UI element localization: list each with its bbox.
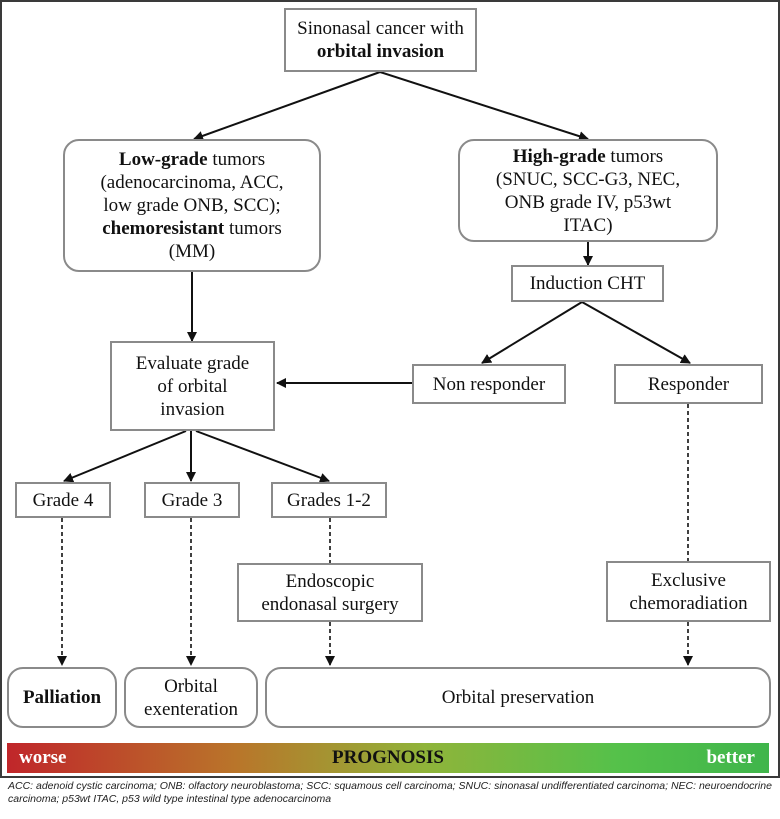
diagram-frame — [0, 0, 780, 778]
exenteration-line1: Orbital — [164, 675, 218, 697]
arrow-evaluate-to-grade4 — [63, 430, 187, 483]
orbital-preservation-box: Orbital preservation — [265, 667, 771, 728]
arrow-root-to-low-grade — [193, 71, 381, 141]
evaluate-line1: Evaluate grade — [135, 352, 250, 374]
orbital-exenteration-box: Orbital exenteration — [124, 667, 258, 728]
non-responder-label: Non responder — [432, 373, 546, 395]
grade4-label: Grade 4 — [32, 489, 94, 511]
low-grade-line2: (adenocarcinoma, ACC, — [100, 172, 284, 193]
arrow-evaluate-to-grades12 — [195, 430, 330, 483]
endoscopic-line1: Endoscopic — [285, 570, 375, 592]
grades12-box: Grades 1-2 — [271, 482, 387, 518]
evaluate-grade-box: Evaluate grade of orbital invasion — [110, 341, 275, 431]
prognosis-label: PROGNOSIS — [332, 747, 444, 768]
induction-cht-label: Induction CHT — [529, 273, 646, 294]
exenteration-line2: exenteration — [144, 698, 238, 720]
high-grade-line1: High-grade tumors — [513, 145, 663, 168]
induction-cht-box: Induction CHT — [511, 265, 664, 302]
high-grade-bold: High-grade — [512, 145, 606, 167]
high-grade-text: tumors — [605, 145, 664, 167]
palliation-label: Palliation — [22, 687, 102, 708]
preservation-label: Orbital preservation — [441, 687, 595, 708]
prognosis-better-label: better — [706, 747, 755, 768]
grade3-label: Grade 3 — [161, 489, 223, 511]
grades12-label: Grades 1-2 — [287, 489, 371, 511]
endoscopic-surgery-box: Endoscopic endonasal surgery — [237, 563, 423, 622]
root-box: Sinonasal cancer with orbital invasion — [284, 8, 477, 72]
arrow-induction-to-responder — [581, 301, 691, 364]
low-grade-box: Low-grade tumors (adenocarcinoma, ACC, l… — [63, 139, 321, 272]
low-grade-line4: chemoresistant tumors — [102, 217, 282, 240]
palliation-box: Palliation — [7, 667, 117, 728]
low-grade-text: tumors — [207, 149, 266, 170]
chemoresistant-bold: chemoresistant — [102, 218, 225, 239]
prognosis-worse-label: worse — [19, 747, 67, 768]
high-grade-line4: ITAC) — [563, 214, 613, 236]
root-line1: Sinonasal cancer with — [297, 18, 464, 39]
high-grade-box: High-grade tumors (SNUC, SCC-G3, NEC, ON… — [458, 139, 718, 242]
responder-box: Responder — [614, 364, 763, 404]
endoscopic-line2: endonasal surgery — [261, 593, 399, 615]
low-grade-line5: (MM) — [168, 241, 216, 262]
evaluate-line3: invasion — [160, 398, 225, 420]
root-line2: orbital invasion — [316, 41, 445, 62]
arrow-root-to-high-grade — [379, 71, 589, 141]
low-grade-line3: low grade ONB, SCC); — [103, 195, 281, 216]
grade3-box: Grade 3 — [144, 482, 240, 518]
arrow-induction-to-non-responder — [481, 301, 583, 364]
low-grade-line1: Low-grade tumors — [119, 148, 265, 171]
high-grade-line3: ONB grade IV, p53wt — [504, 191, 672, 213]
non-responder-box: Non responder — [412, 364, 566, 404]
chemoresistant-text: tumors — [224, 218, 282, 239]
chemoradiation-box: Exclusive chemoradiation — [606, 561, 771, 622]
responder-label: Responder — [647, 373, 730, 395]
grade4-box: Grade 4 — [15, 482, 111, 518]
prognosis-gradient-bar: worse PROGNOSIS better — [7, 743, 769, 773]
chemoradiation-line2: chemoradiation — [629, 592, 748, 614]
low-grade-bold: Low-grade — [118, 149, 208, 170]
evaluate-line2: of orbital — [157, 375, 228, 397]
abbreviation-footnote: ACC: adenoid cystic carcinoma; ONB: olfa… — [8, 780, 772, 805]
chemoradiation-line1: Exclusive — [651, 569, 726, 591]
high-grade-line2: (SNUC, SCC-G3, NEC, — [495, 168, 681, 190]
